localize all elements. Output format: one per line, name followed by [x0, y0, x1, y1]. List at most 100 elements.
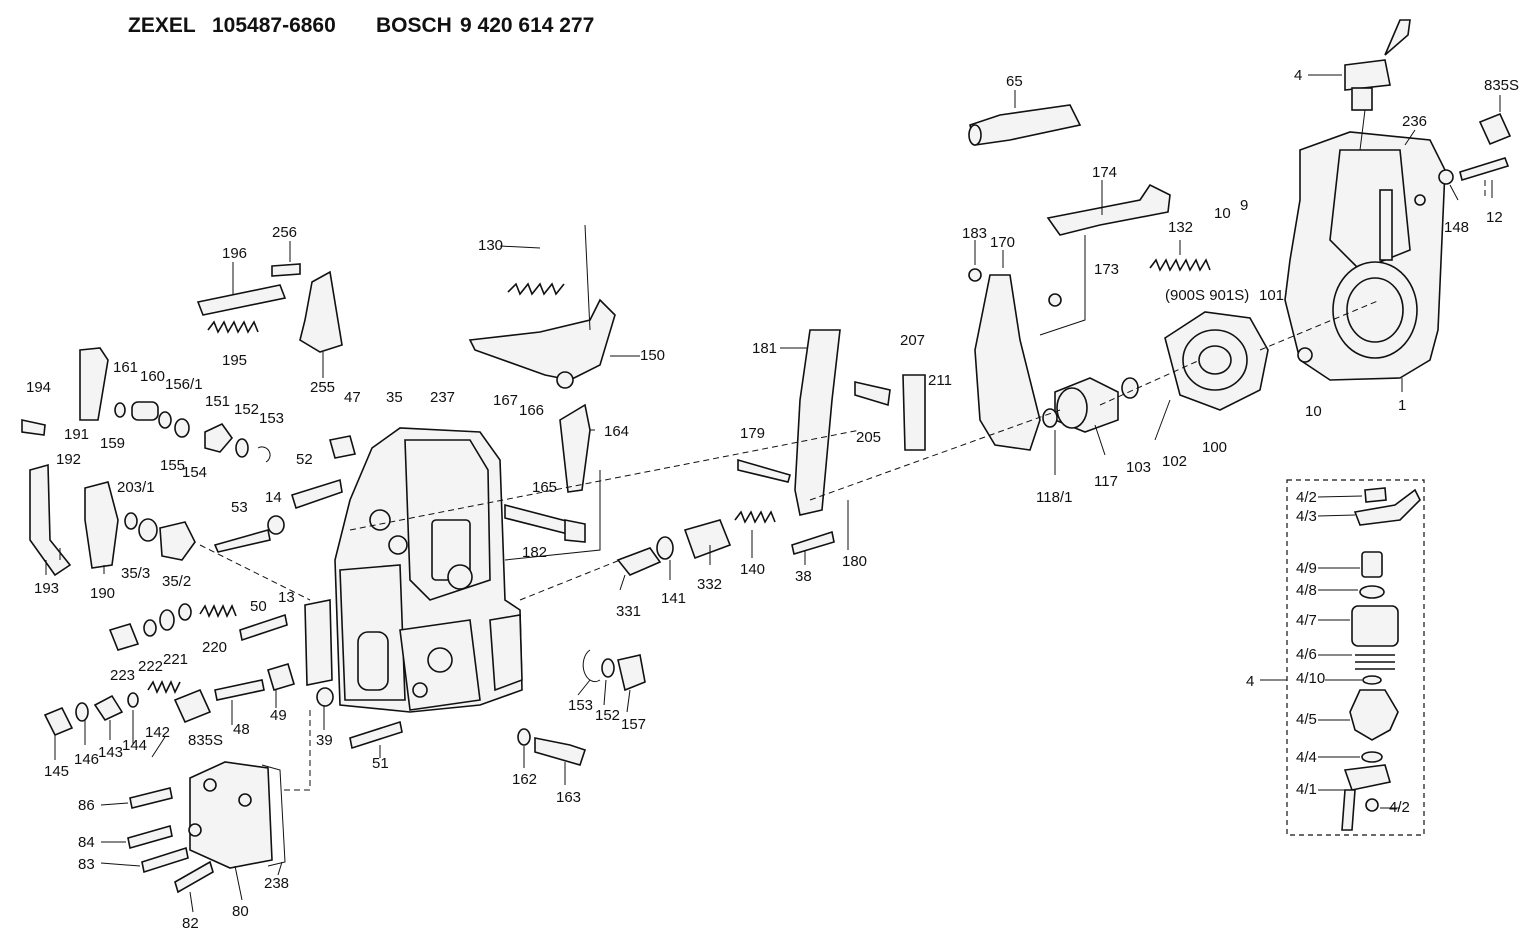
lever-193 — [29, 463, 72, 577]
bolt-50 — [239, 613, 288, 642]
label-159: 159 — [100, 435, 125, 452]
ring-103 — [1121, 377, 1139, 399]
label-48: 48 — [233, 721, 250, 738]
bolt-256 — [271, 263, 301, 277]
label-141: 141 — [661, 590, 686, 607]
stack-331-140 — [616, 510, 776, 576]
label-331: 331 — [616, 603, 641, 620]
label-196: 196 — [222, 245, 247, 262]
label-100: 100 — [1202, 439, 1227, 456]
label-13: 13 — [278, 589, 295, 606]
label-150: 150 — [640, 347, 665, 364]
bolt-52 — [291, 478, 343, 510]
label-132: 132 — [1168, 219, 1193, 236]
label-205: 205 — [856, 429, 881, 446]
label-167: 167 — [493, 392, 518, 409]
label-155: 155 — [160, 457, 185, 474]
label-835s-bottom: 835S — [188, 732, 223, 749]
part-number-bosch: 9 420 614 277 — [460, 14, 594, 37]
label-10a: 10 — [1214, 205, 1231, 222]
stack-223-220 — [108, 603, 237, 651]
flyweight-assembly-100 — [1164, 311, 1269, 411]
label-4-4: 4/4 — [1296, 749, 1317, 766]
label-192: 192 — [56, 451, 81, 468]
label-143: 143 — [98, 744, 123, 761]
label-173: 173 — [1094, 261, 1119, 278]
label-142: 142 — [145, 724, 170, 741]
label-65: 65 — [1006, 73, 1023, 90]
label-118-1: 118/1 — [1036, 489, 1072, 506]
label-156-1: 156/1 — [165, 376, 203, 393]
label-4-2a: 4/2 — [1296, 489, 1317, 506]
washer-162 — [517, 728, 531, 746]
cap-835s-top — [1478, 112, 1512, 146]
nut-35-3 — [138, 518, 158, 542]
label-183: 183 — [962, 225, 987, 242]
label-35-2: 35/2 — [162, 573, 191, 590]
label-256: 256 — [272, 224, 297, 241]
lever-164 — [559, 403, 591, 493]
lever-170 — [974, 274, 1041, 451]
bolt-83 — [141, 846, 189, 874]
label-140: 140 — [740, 561, 765, 578]
nut-39 — [316, 687, 334, 707]
bolt-53 — [213, 528, 271, 553]
header: ZEXEL 105487-6860 BOSCH 9 420 614 277 — [128, 14, 594, 37]
label-10b: 10 — [1305, 403, 1322, 420]
leader-lines — [45, 74, 1501, 913]
pin-65 — [968, 104, 1082, 146]
label-165: 165 — [532, 479, 557, 496]
stack-145-142 — [43, 680, 181, 737]
label-190: 190 — [90, 585, 115, 602]
nut-14 — [267, 515, 285, 535]
label-160: 160 — [140, 368, 165, 385]
label-194: 194 — [26, 379, 51, 396]
plug-157 — [617, 654, 646, 692]
spring-132 — [1149, 258, 1211, 272]
label-161: 161 — [113, 359, 138, 376]
label-211: 211 — [928, 372, 952, 389]
label-174: 174 — [1092, 164, 1117, 181]
label-35: 35 — [386, 389, 403, 406]
label-153b: 153 — [568, 697, 593, 714]
label-4-2b: 4/2 — [1389, 799, 1410, 816]
label-4-6: 4/6 — [1296, 646, 1317, 663]
bolt-82 — [174, 860, 214, 894]
screw-48 — [214, 679, 265, 701]
lever-150 — [468, 298, 616, 381]
cap-835s-bottom — [173, 688, 212, 724]
assembly-guide-lines — [199, 180, 1486, 791]
screw-194 — [21, 419, 46, 436]
pump-housing-35 — [334, 427, 523, 713]
label-4-3: 4/3 — [1296, 508, 1317, 525]
maker-zexel: ZEXEL — [128, 14, 196, 37]
cover-80 — [188, 761, 273, 869]
label-4-1: 4/1 — [1296, 781, 1317, 798]
washer-203-1 — [124, 512, 138, 530]
label-101: 101 — [1259, 287, 1284, 304]
label-102: 102 — [1162, 453, 1187, 470]
label-148: 148 — [1444, 219, 1469, 236]
label-146: 146 — [74, 751, 99, 768]
label-170: 170 — [990, 234, 1015, 251]
label-52: 52 — [296, 451, 313, 468]
bracket-207 — [902, 374, 926, 451]
label-4-7: 4/7 — [1296, 612, 1317, 629]
label-332: 332 — [697, 576, 722, 593]
label-4-9: 4/9 — [1296, 560, 1317, 577]
label-900s-901s: (900S 901S) — [1165, 287, 1249, 304]
label-153a: 153 — [259, 410, 284, 427]
label-195: 195 — [222, 352, 247, 369]
label-203-1: 203/1 — [117, 479, 155, 496]
label-237: 237 — [430, 389, 455, 406]
ring-chain-161-153 — [114, 401, 271, 463]
label-166: 166 — [519, 402, 544, 419]
lever-181 — [794, 329, 841, 516]
label-179: 179 — [740, 425, 765, 442]
label-130: 130 — [478, 237, 503, 254]
bracket-255 — [299, 270, 343, 353]
label-35-3: 35/3 — [121, 565, 150, 582]
label-221: 221 — [163, 651, 188, 668]
label-162: 162 — [512, 771, 537, 788]
